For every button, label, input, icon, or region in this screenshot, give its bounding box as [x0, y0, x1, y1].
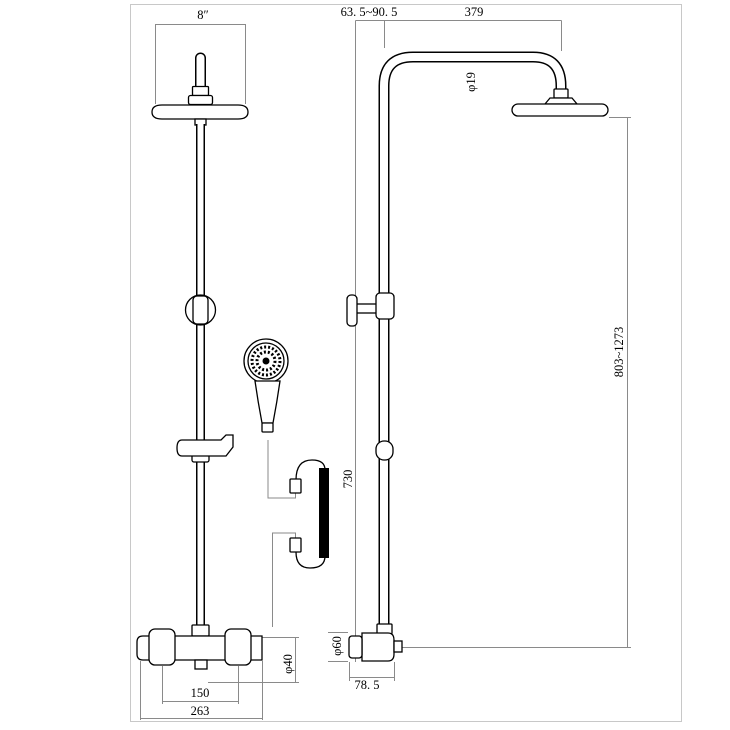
arm-reach-label: 379 — [465, 5, 484, 19]
height-range-label: 803~1273 — [612, 327, 626, 378]
side-riser-and-arm-outline — [378, 51, 567, 627]
valve-connection-guide — [272, 532, 296, 627]
side-valve-body — [361, 632, 395, 662]
side-view: 63. 5~90. 5 379 φ19 803~1273 730 φ60 78.… — [328, 5, 631, 692]
hose-lower-loop — [295, 551, 326, 569]
nozzle-center — [262, 357, 270, 365]
hand-shower-assembly — [243, 338, 329, 627]
side-head-hub — [543, 97, 579, 105]
arm-nut — [191, 85, 210, 97]
hose-upper-loop — [295, 459, 326, 481]
valve-inlet-nut — [191, 624, 210, 637]
valve-diameter-dimension-lines — [328, 632, 348, 662]
bracket-clamp — [192, 295, 209, 325]
hand-shower-connection-guide — [267, 440, 296, 499]
flow-knob — [224, 628, 252, 666]
drawing-frame — [130, 4, 682, 722]
head-hub — [187, 94, 214, 106]
hose-upper-nut — [289, 478, 302, 494]
handle-end-nut — [261, 422, 274, 433]
side-riser-and-arm-fill — [380, 53, 565, 627]
nozzle-ring-inner — [255, 350, 277, 372]
front-view: 8″ 150 263 φ40 — [136, 8, 299, 720]
side-wall-plate — [346, 294, 358, 327]
riser-length-label: 730 — [341, 470, 355, 489]
nozzle-ring-outer — [250, 345, 282, 377]
valve-outlet — [194, 659, 208, 670]
valve-depth-label: 78. 5 — [355, 678, 380, 692]
side-valve-outlet — [393, 640, 403, 653]
knob-spacing-label: 150 — [191, 686, 210, 700]
side-bracket-arm — [355, 303, 378, 314]
outlet-diameter-label: φ40 — [281, 654, 295, 674]
side-bracket-clamp — [375, 292, 395, 320]
side-wall-eccentric — [348, 635, 363, 659]
hand-shower-handle — [254, 380, 281, 424]
head-size-dimension-lines — [155, 24, 246, 104]
side-slide-holder — [375, 440, 394, 461]
valve-diameter-label: φ60 — [330, 636, 344, 656]
arm-diameter-label: φ19 — [464, 72, 478, 92]
hose-lower-nut — [289, 537, 302, 553]
side-head-nut — [553, 88, 569, 99]
temperature-knob — [148, 628, 176, 666]
valve-width-label: 263 — [191, 704, 210, 718]
top-offset-dimension-lines — [355, 20, 562, 51]
hand-shower-holder — [176, 434, 234, 457]
valve-depth-dimension-lines — [349, 662, 395, 681]
wall-offset-label: 63. 5~90. 5 — [341, 5, 398, 19]
rain-shower-head — [151, 104, 249, 120]
height-range-dimension-lines — [402, 117, 631, 648]
knob-spacing-dimension-lines — [162, 666, 239, 704]
hand-shower-face-rim — [247, 342, 285, 380]
valve-width-dimension-lines — [140, 661, 263, 720]
side-rain-shower-head — [511, 103, 609, 117]
head-size-label: 8″ — [197, 8, 208, 22]
